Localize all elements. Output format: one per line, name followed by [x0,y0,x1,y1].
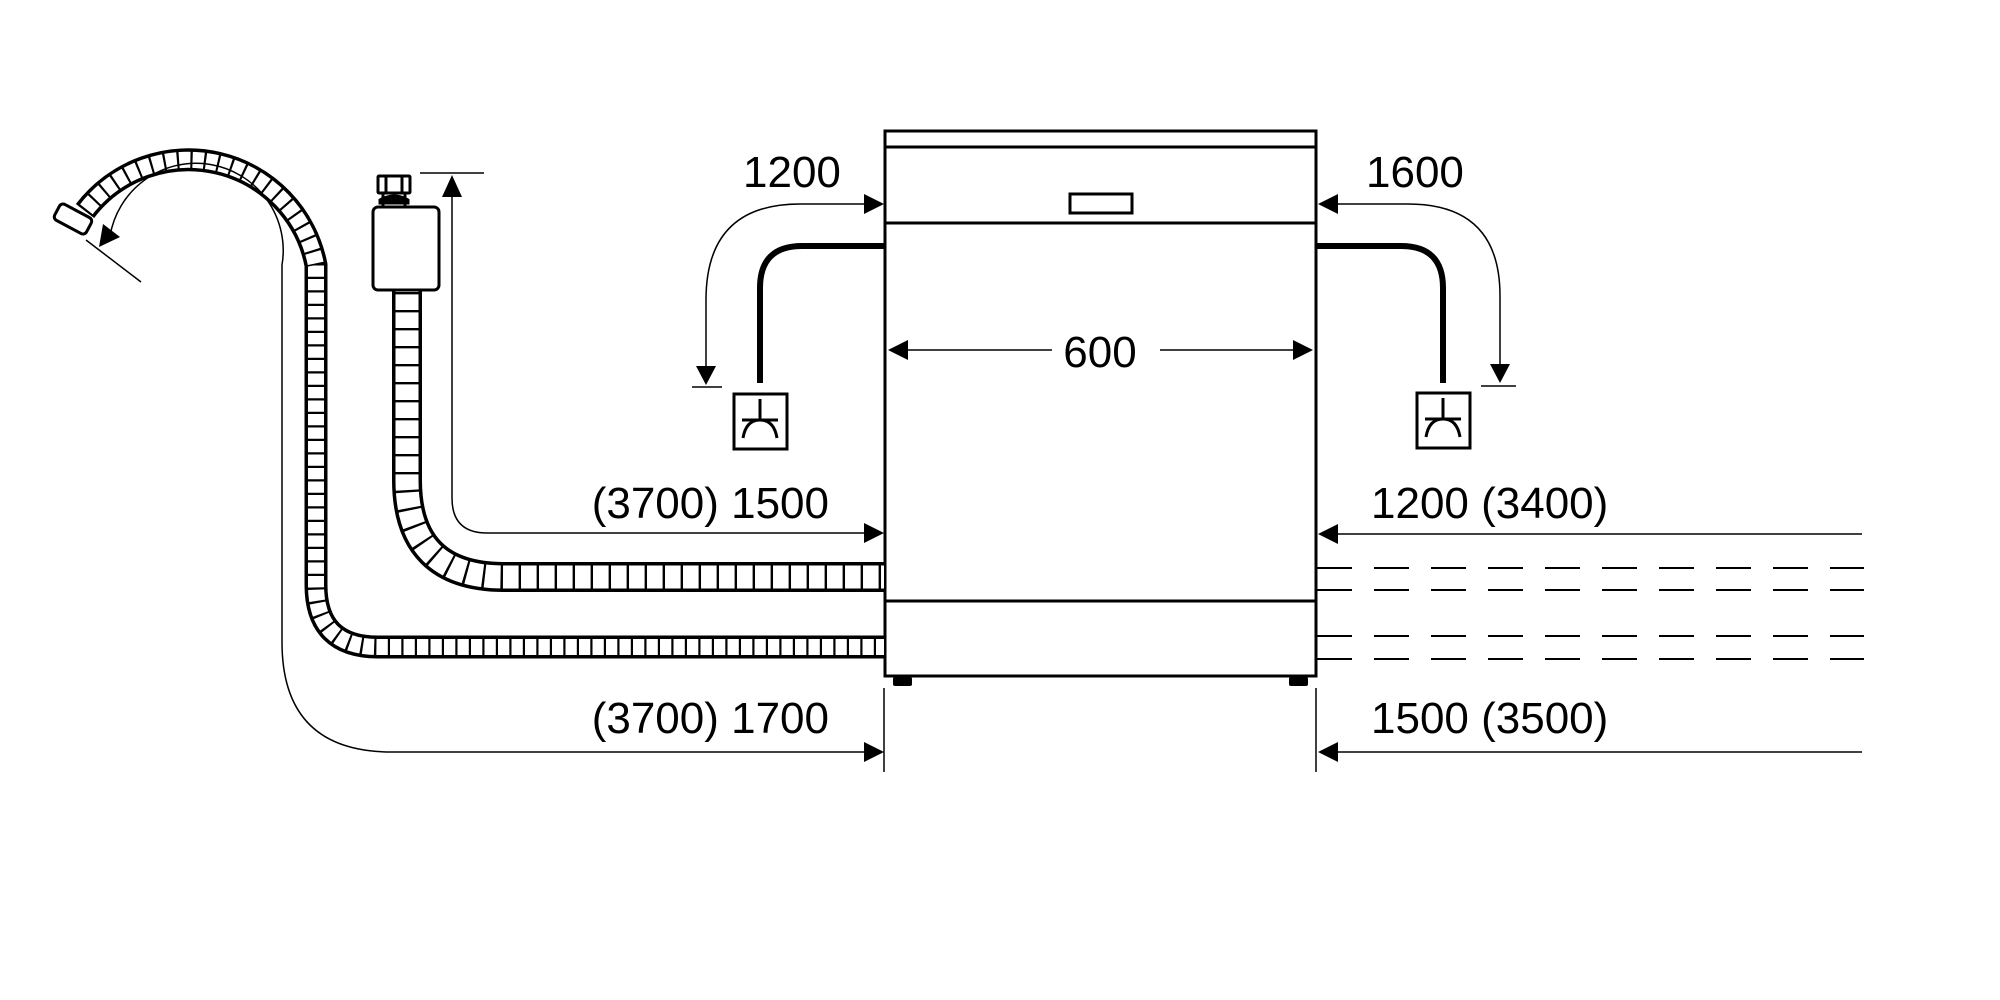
arrow-right-icon [864,523,884,543]
drain-hose-left-label: (3700) 1700 [592,694,829,743]
arrow-right-icon [1293,340,1313,360]
power-socket-icon [1415,391,1472,450]
arrow-right-icon [864,194,884,214]
arrow-down-left-icon [99,224,120,247]
inlet-hose-right-label: 1200 (3400) [1371,479,1608,528]
foot-right [1289,677,1308,686]
dishwasher-outline [883,129,1318,678]
power-cable-left-dimension [705,203,866,370]
inlet-hose-left-dimension [451,188,866,534]
arrow-left-icon [888,340,908,360]
foot-left [893,677,912,686]
water-tap-valve-icon [371,174,441,292]
inlet-hose [392,290,884,592]
power-socket-icon [732,392,789,451]
arrow-left-icon [1318,524,1338,544]
arrow-left-icon [1318,742,1338,762]
drain-hose-end-icon [52,202,94,236]
arrow-up-icon [442,175,462,197]
dimension-tick [85,239,142,283]
power-cable-left [757,243,885,383]
inlet-hose-left-label: (3700) 1500 [592,479,829,528]
drain-hose [75,148,884,659]
display-window [1068,192,1134,215]
power-cable-right-dimension [1335,203,1501,368]
arrow-down-icon [696,366,716,385]
dishwasher [883,129,1318,678]
arrow-right-icon [864,742,884,762]
drain-hose-right-label: 1500 (3500) [1371,694,1608,743]
right-hoses-dashed [1317,567,1864,660]
arrow-left-icon [1318,194,1338,214]
power-cable-left-label: 1200 [743,148,841,197]
drain-hose-left-dimension [109,162,866,753]
power-cable-right [1316,243,1446,383]
arrow-down-icon [1490,364,1510,383]
width-label: 600 [1063,328,1136,377]
power-cable-right-label: 1600 [1366,148,1464,197]
